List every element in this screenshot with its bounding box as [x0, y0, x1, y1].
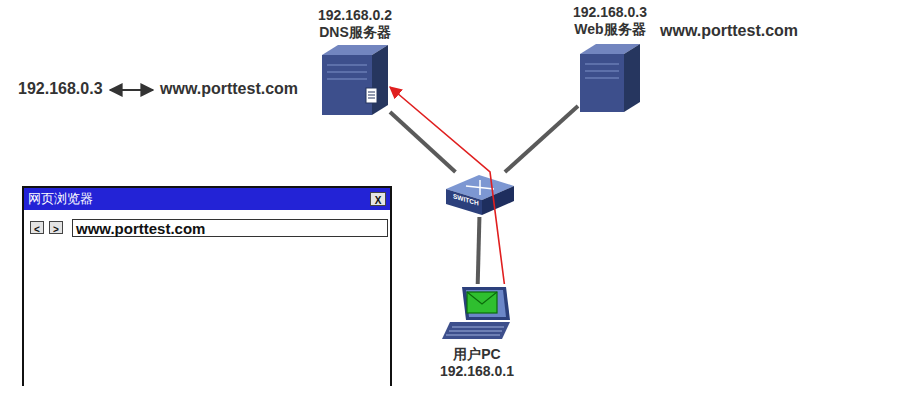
network-cable: [390, 112, 455, 172]
close-button: X: [370, 192, 386, 206]
browser-window: 网页浏览器X < > www.porttest.com: [22, 186, 392, 386]
dns-server-icon: [322, 45, 388, 115]
device-label: SWITCH: [453, 192, 479, 206]
caption: 192.168.0.2DNS服务器: [318, 7, 392, 41]
window-title: 网页浏览器: [24, 188, 390, 210]
network-cable: [505, 106, 578, 172]
node-label: 用户PC: [440, 346, 514, 363]
node-label: >: [53, 224, 59, 235]
node-label: 192.168.0.1: [440, 363, 514, 380]
network-switch: SWITCH: [445, 172, 515, 217]
node-label: DNS服务器: [318, 24, 392, 41]
node-label: X: [375, 195, 382, 206]
dns-server: 192.168.0.2DNS服务器: [320, 45, 390, 115]
switch-icon: [446, 175, 514, 215]
ip-address: 192.168.0.3: [18, 80, 103, 98]
network-cable: [478, 217, 480, 284]
node-label: <: [34, 224, 40, 235]
address-bar: www.porttest.com: [72, 219, 388, 237]
web-server-icon: [580, 44, 640, 112]
caption: 192.168.0.3Web服务器: [573, 4, 647, 38]
caption: 用户PC192.168.0.1: [440, 346, 514, 380]
mapping-arrow: [110, 89, 153, 91]
web-server: 192.168.0.3Web服务器: [578, 42, 642, 112]
node-label: www.porttest.com: [76, 220, 205, 237]
node-label: 192.168.0.2: [318, 7, 392, 24]
domain-name: www.porttest.com: [160, 80, 298, 98]
back-button: <: [30, 221, 44, 234]
node-label: 192.168.0.3: [573, 4, 647, 21]
laptop-icon: [442, 287, 510, 339]
user-pc: 用户PC192.168.0.1: [441, 284, 513, 340]
request-arrow: [390, 87, 504, 284]
node-label: Web服务器: [573, 21, 647, 38]
domain-name: www.porttest.com: [660, 22, 798, 40]
forward-button: >: [49, 221, 63, 234]
